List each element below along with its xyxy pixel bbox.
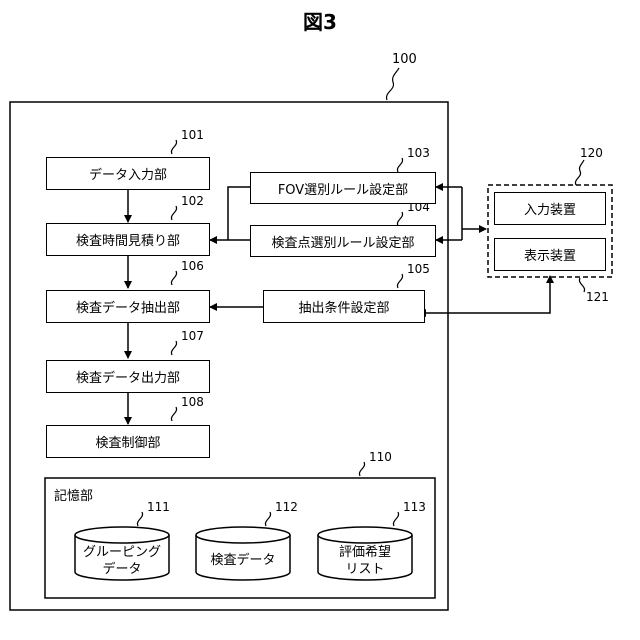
wish-list-label: 評価希望 リスト [318,544,412,578]
ref-squiggle-102 [171,206,176,220]
ref-121: 121 [586,290,609,304]
display-device-block: 表示装置 [494,238,606,271]
ref-squiggle-111 [137,512,142,526]
ref-108: 108 [181,395,204,409]
ref-squiggle-108 [171,407,176,421]
time-estimate-block: 検査時間見積り部 [46,223,210,256]
extract-cond-block: 抽出条件設定部 [263,290,425,323]
ref-squiggle-121 [579,278,584,292]
ref-squiggle-107 [171,341,176,355]
ref-squiggle-103 [397,158,402,172]
extract-block: 検査データ抽出部 [46,290,210,323]
ref-106: 106 [181,259,204,273]
control-block: 検査制御部 [46,425,210,458]
ref-113: 113 [403,500,426,514]
ref-101: 101 [181,128,204,142]
arrow-105-121 [425,276,550,313]
ref-squiggle-105 [397,274,402,288]
ref-squiggle-113 [393,512,398,526]
ref-103: 103 [407,146,430,160]
point-rule-block: 検査点選別ルール設定部 [250,225,436,257]
ref-107: 107 [181,329,204,343]
ref-120: 120 [580,146,603,160]
line-103-left [228,187,250,240]
input-device-block: 入力装置 [494,192,606,225]
fov-rule-block: FOV選別ルール設定部 [250,172,436,204]
data-input-block: データ入力部 [46,157,210,190]
grouping-data-line1: グルーピング [75,544,169,561]
ref-squiggle-104 [397,212,402,226]
ref-100: 100 [392,52,417,67]
grouping-data-label: グルーピング データ [75,544,169,578]
grouping-data-line2: データ [75,561,169,578]
ref-110: 110 [369,450,392,464]
ref-squiggle-101 [171,140,176,154]
storage-label: 記憶部 [54,485,93,504]
ref-111: 111 [147,500,170,514]
ref-squiggle-110 [359,462,364,476]
ref-squiggle-106 [171,271,176,285]
wish-list-line1: 評価希望 [318,544,412,561]
ref-102: 102 [181,194,204,208]
inspection-data-label: 検査データ [196,552,290,569]
ref-squiggle-100 [387,68,399,100]
output-block: 検査データ出力部 [46,360,210,393]
ref-squiggle-120 [575,160,584,185]
wish-list-line2: リスト [318,561,412,578]
ref-squiggle-112 [265,512,270,526]
ref-105: 105 [407,262,430,276]
inspection-data-line: 検査データ [196,552,290,569]
ref-112: 112 [275,500,298,514]
